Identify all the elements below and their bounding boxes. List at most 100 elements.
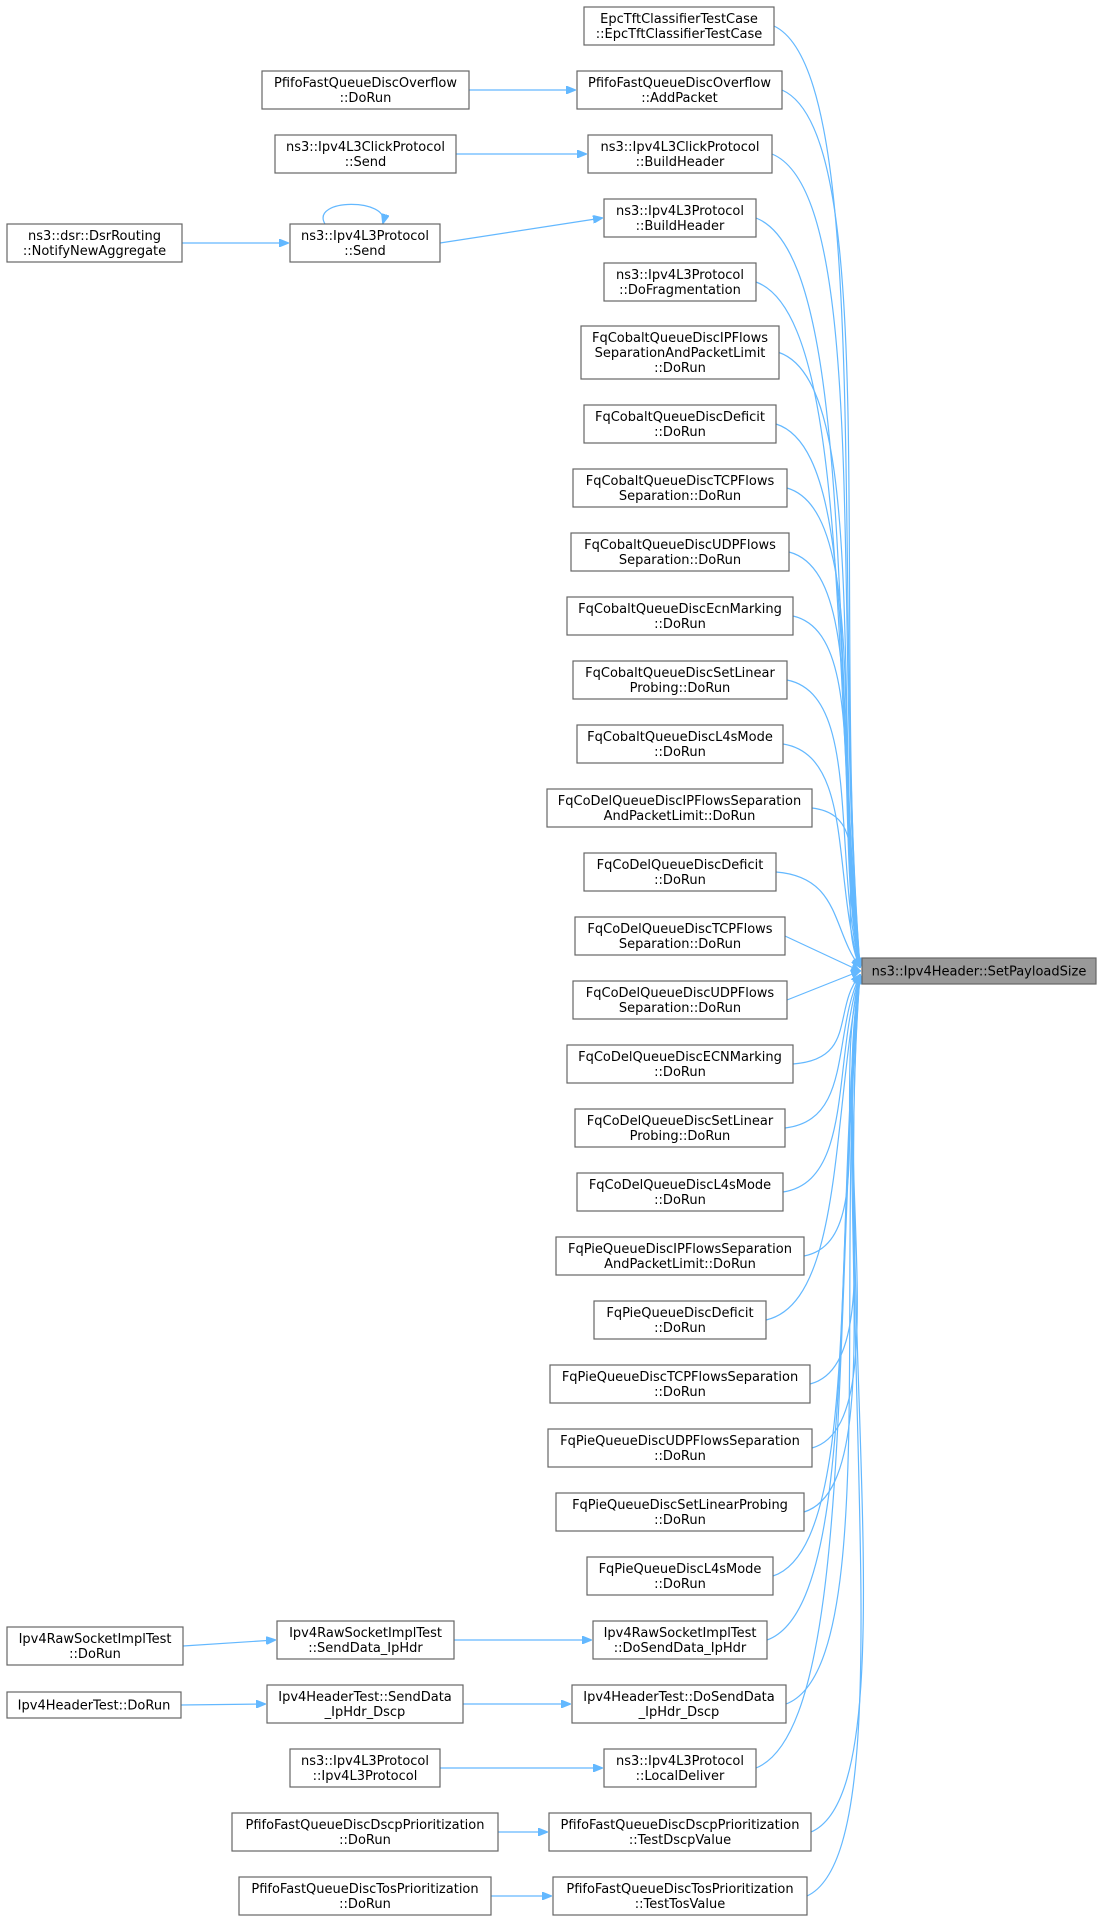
node-box: [549, 1364, 811, 1404]
node-box: [276, 1620, 455, 1660]
node-fqc-ecn[interactable]: FqCobaltQueueDiscEcnMarking::DoRun: [566, 596, 794, 636]
node-box: [6, 223, 183, 263]
node-l3-local[interactable]: ns3::Ipv4L3Protocol::LocalDeliver: [603, 1748, 757, 1788]
node-label-line: FqCoDelQueueDiscSetLinear: [587, 1114, 774, 1129]
node-dsr[interactable]: ns3::dsr::DsrRouting::NotifyNewAggregate: [6, 223, 183, 263]
node-label-line: ::DoRun: [654, 1513, 706, 1528]
node-raw-dosend[interactable]: Ipv4RawSocketImplTest::DoSendData_IpHdr: [592, 1620, 768, 1660]
node-l3-frag[interactable]: ns3::Ipv4L3Protocol::DoFragmentation: [603, 262, 757, 302]
node-hdr-run[interactable]: Ipv4HeaderTest::DoRun: [6, 1691, 182, 1719]
edge-fqd-linear-to-target: [784, 975, 860, 1129]
edges-layer: [180, 25, 865, 1897]
node-box: [572, 660, 788, 700]
node-fqd-tcp[interactable]: FqCoDelQueueDiscTCPFlowsSeparation::DoRu…: [574, 916, 786, 956]
node-label-line: FqCobaltQueueDiscUDPFlows: [584, 538, 776, 553]
node-fqp-l4s[interactable]: FqPieQueueDiscL4sMode::DoRun: [586, 1556, 774, 1596]
node-fqd-ipflows[interactable]: FqCoDelQueueDiscIPFlowsSeparationAndPack…: [546, 788, 813, 828]
node-label-line: PfifoFastQueueDiscTosPrioritization: [251, 1882, 478, 1897]
edge-raw-dosend-to-target: [766, 975, 860, 1641]
edge-l3-local-to-target: [755, 975, 860, 1769]
edge-fqc-linear-to-target: [786, 679, 860, 967]
node-label-line: ns3::dsr::DsrRouting: [28, 229, 161, 244]
node-tos-run[interactable]: PfifoFastQueueDiscTosPrioritization::DoR…: [238, 1876, 492, 1916]
node-click-bh[interactable]: ns3::Ipv4L3ClickProtocol::BuildHeader: [587, 134, 773, 174]
edge-fqp-deficit-to-target: [765, 975, 860, 1321]
node-label-line: FqCobaltQueueDiscSetLinear: [585, 666, 775, 681]
node-fqd-udp[interactable]: FqCoDelQueueDiscUDPFlowsSeparation::DoRu…: [572, 980, 788, 1020]
node-epc[interactable]: EpcTftClassifierTestCase::EpcTftClassifi…: [583, 6, 775, 46]
node-box: [555, 1236, 805, 1276]
node-label-line: ::DoRun: [654, 873, 706, 888]
node-hdr-dosend[interactable]: Ipv4HeaderTest::DoSendData_IpHdr_Dscp: [571, 1684, 787, 1724]
node-label-line: ::DoRun: [339, 1897, 391, 1912]
node-box: [583, 6, 775, 46]
node-label-line: FqCoDelQueueDiscIPFlowsSeparation: [558, 794, 801, 809]
node-fqc-udp[interactable]: FqCobaltQueueDiscUDPFlowsSeparation::DoR…: [570, 532, 790, 572]
node-box: [261, 70, 470, 110]
edge-tos-test-to-target: [806, 975, 861, 1897]
node-label-line: Separation::DoRun: [619, 553, 741, 568]
edge-fqd-udp-to-target: [786, 971, 860, 1001]
node-dscp-run[interactable]: PfifoFastQueueDiscDscpPrioritization::Do…: [231, 1812, 499, 1852]
node-label-line: ::DoRun: [654, 1065, 706, 1080]
edge-fqc-ipflows-to-target: [778, 351, 860, 968]
node-hdr-send[interactable]: Ipv4HeaderTest::SendData_IpHdr_Dscp: [266, 1684, 464, 1724]
target-node[interactable]: ns3::Ipv4Header::SetPayloadSize: [861, 957, 1097, 985]
node-box: [586, 1556, 774, 1596]
node-box: [6, 1691, 182, 1719]
node-fqd-l4s[interactable]: FqCoDelQueueDiscL4sMode::DoRun: [576, 1172, 784, 1212]
node-fqp-ipflows[interactable]: FqPieQueueDiscIPFlowsSeparationAndPacket…: [555, 1236, 805, 1276]
node-fqd-deficit[interactable]: FqCoDelQueueDiscDeficit::DoRun: [583, 852, 777, 892]
edge-fqc-udp-to-target: [788, 551, 860, 967]
node-pfovf-run[interactable]: PfifoFastQueueDiscOverflow::DoRun: [261, 70, 470, 110]
node-fqp-udp[interactable]: FqPieQueueDiscUDPFlowsSeparation::DoRun: [547, 1428, 813, 1468]
node-fqp-linear[interactable]: FqPieQueueDiscSetLinearProbing::DoRun: [555, 1492, 805, 1532]
node-l3-ctor[interactable]: ns3::Ipv4L3Protocol::Ipv4L3Protocol: [289, 1748, 441, 1788]
node-box: [566, 1044, 794, 1084]
node-label-line: PfifoFastQueueDiscDscpPrioritization: [246, 1818, 485, 1833]
node-box: [587, 134, 773, 174]
node-raw-send[interactable]: Ipv4RawSocketImplTest::SendData_IpHdr: [276, 1620, 455, 1660]
node-box: [603, 1748, 757, 1788]
node-label-line: ::DoRun: [654, 1321, 706, 1336]
node-fqc-ipflows[interactable]: FqCobaltQueueDiscIPFlowsSeparationAndPac…: [580, 325, 780, 380]
node-l3-send[interactable]: ns3::Ipv4L3Protocol::Send: [289, 223, 441, 263]
node-raw-run[interactable]: Ipv4RawSocketImplTest::DoRun: [6, 1626, 184, 1666]
node-label-line: Separation::DoRun: [619, 937, 741, 952]
node-pfovf-add[interactable]: PfifoFastQueueDiscOverflow::AddPacket: [576, 70, 783, 110]
node-label-line: FqCobaltQueueDiscDeficit: [595, 410, 765, 425]
node-label-line: FqPieQueueDiscSetLinearProbing: [572, 1498, 788, 1513]
node-fqc-deficit[interactable]: FqCobaltQueueDiscDeficit::DoRun: [583, 404, 777, 444]
node-label-line: AndPacketLimit::DoRun: [604, 1257, 756, 1272]
node-fqc-tcp[interactable]: FqCobaltQueueDiscTCPFlowsSeparation::DoR…: [572, 468, 788, 508]
node-label-line: Probing::DoRun: [630, 681, 731, 696]
node-box: [274, 134, 457, 174]
node-label-line: ::DoSendData_IpHdr: [614, 1641, 747, 1656]
node-label-line: ::DoRun: [654, 1193, 706, 1208]
node-tos-test[interactable]: PfifoFastQueueDiscTosPrioritization::Tes…: [552, 1876, 808, 1916]
node-label-line: ::TestTosValue: [635, 1897, 726, 1912]
node-label-line: FqPieQueueDiscDeficit: [606, 1306, 753, 1321]
node-fqp-deficit[interactable]: FqPieQueueDiscDeficit::DoRun: [593, 1300, 767, 1340]
node-click-send[interactable]: ns3::Ipv4L3ClickProtocol::Send: [274, 134, 457, 174]
node-box: [861, 957, 1097, 985]
node-label-line: Separation::DoRun: [619, 1001, 741, 1016]
node-fqc-l4s[interactable]: FqCobaltQueueDiscL4sMode::DoRun: [576, 724, 784, 764]
node-l3-bh[interactable]: ns3::Ipv4L3Protocol::BuildHeader: [603, 198, 757, 238]
node-label-line: FqPieQueueDiscTCPFlowsSeparation: [562, 1370, 798, 1385]
edge-fqd-tcp-to-target: [784, 935, 860, 971]
node-box: [593, 1300, 767, 1340]
node-label-line: ::Send: [345, 155, 387, 170]
node-label-line: FqCobaltQueueDiscL4sMode: [587, 730, 773, 745]
node-fqd-ecn[interactable]: FqCoDelQueueDiscECNMarking::DoRun: [566, 1044, 794, 1084]
node-box: [546, 788, 813, 828]
node-fqp-tcp[interactable]: FqPieQueueDiscTCPFlowsSeparation::DoRun: [549, 1364, 811, 1404]
node-box: [580, 325, 780, 380]
node-dscp-test[interactable]: PfifoFastQueueDiscDscpPrioritization::Te…: [548, 1812, 812, 1852]
node-label-line: Ipv4HeaderTest::DoRun: [18, 1699, 171, 1714]
node-label-line: FqPieQueueDiscL4sMode: [599, 1562, 762, 1577]
node-box: [571, 1684, 787, 1724]
node-label-line: Ipv4HeaderTest::SendData: [278, 1690, 452, 1705]
